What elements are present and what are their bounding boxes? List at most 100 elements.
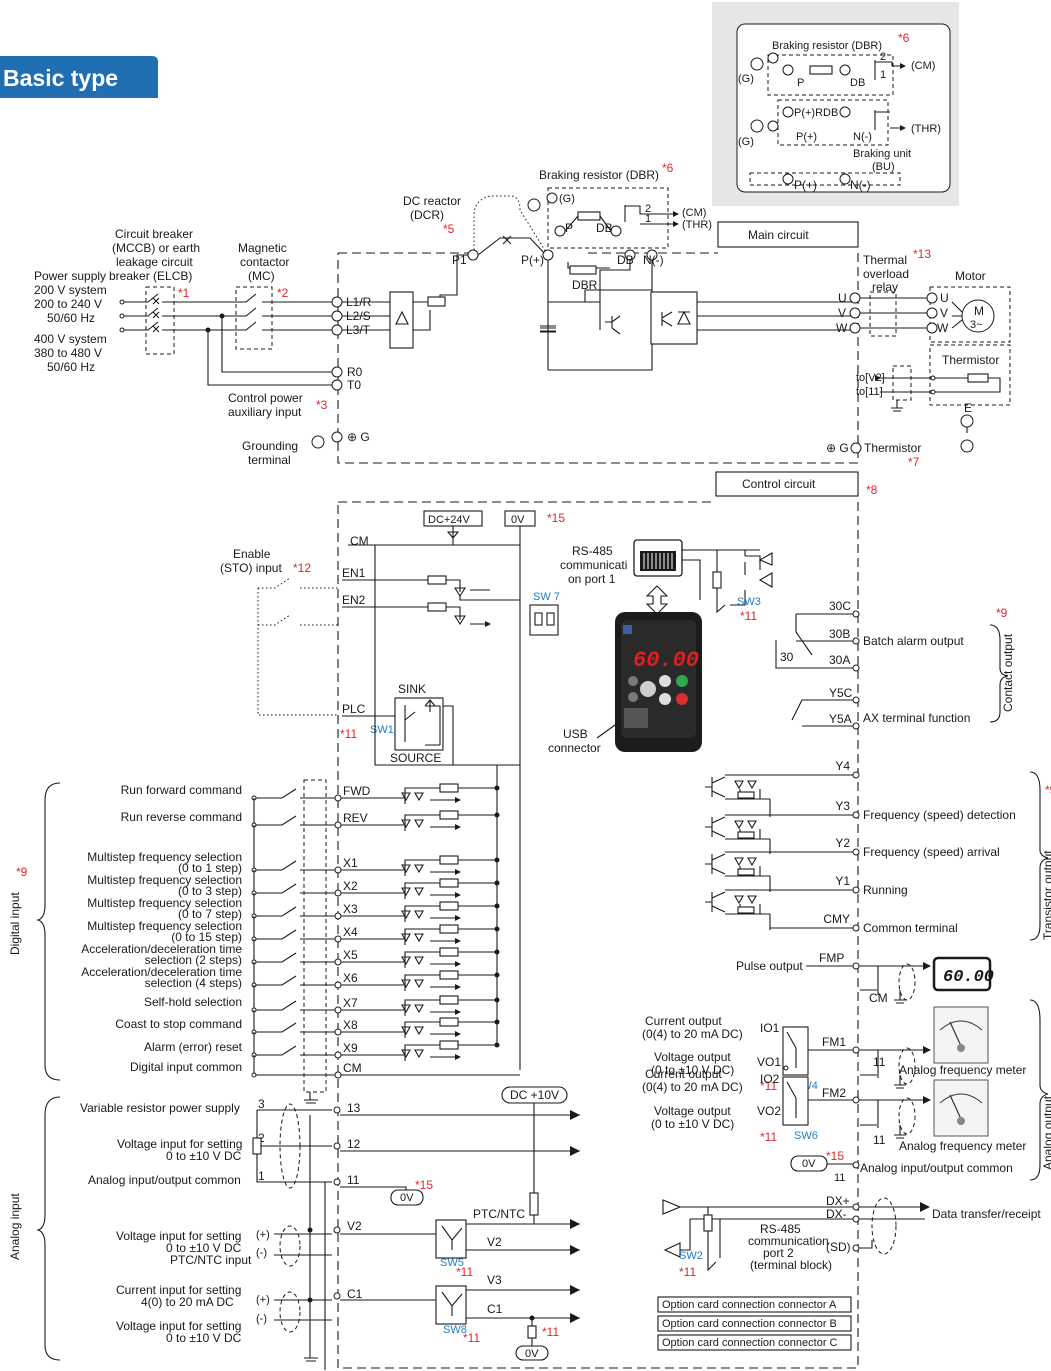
note-11-sw3: *11 — [740, 609, 757, 623]
digital-input-label: (0 to 7 step) — [178, 907, 242, 921]
terminal-en2: EN2 — [342, 593, 366, 607]
transistor-term-label: Y3 — [835, 799, 850, 813]
sw1-switch — [394, 697, 444, 751]
transistor-terminal — [852, 771, 860, 779]
transistor-term-label: CMY — [823, 912, 850, 926]
dbr-pin1: 1 — [645, 213, 651, 225]
mc-label-3: (MC) — [248, 269, 275, 283]
dcr-label-1: DC reactor — [403, 194, 461, 208]
pulse-meter — [932, 956, 992, 992]
terminal-t0: T0 — [347, 378, 361, 392]
terminal-sd: (SD) — [826, 1240, 851, 1254]
note-15-out: *15 — [826, 1149, 844, 1163]
option-card-c — [657, 1334, 852, 1351]
control-power-label-1: Control power — [228, 391, 303, 405]
note-8: *8 — [866, 483, 878, 497]
thermistor-g: ⊕ G — [826, 441, 849, 455]
terminal-u: U — [838, 291, 847, 305]
sw1-label: SW1 — [370, 724, 394, 736]
sink-label: SINK — [398, 682, 426, 696]
inset-dbr-title: Braking resistor (DBR) — [772, 40, 882, 52]
digital-input-row: Multistep frequency selection(0 to 15 st… — [87, 919, 500, 962]
inset-bu-1: Braking unit — [853, 148, 911, 160]
digital-input-group-label: Digital input — [8, 892, 22, 955]
data-transfer-label: Data transfer/receipt — [932, 1207, 1041, 1221]
rs485-port2: DX+ DX- SW2 *11 RS-485 communication por… — [662, 1194, 1041, 1279]
ax-label: AX terminal function — [863, 711, 970, 725]
digital-input-row: Acceleration/deceleration timeselection … — [81, 942, 500, 985]
v-in2-label-1: Voltage input for setting — [116, 1319, 241, 1333]
common-label: Analog input/output common — [88, 1173, 241, 1187]
pulse-meter-display: 60.00 — [943, 968, 994, 987]
terminal-r0: R0 — [347, 365, 363, 379]
digital-input-terminal — [334, 935, 342, 943]
rs485-1-label-1: RS-485 — [572, 544, 613, 558]
fm2-volt-label-1: Voltage output — [654, 1104, 731, 1118]
thermistor-terminal: Thermistor — [864, 441, 921, 455]
rs485-2-label-4: (terminal block) — [750, 1258, 832, 1272]
digital-input-label: Multistep frequency selection — [87, 896, 242, 910]
digital-input-terminal — [334, 1051, 342, 1059]
braking-unit-inset: Braking resistor (DBR) *6 (G) P DB 2 1 (… — [712, 2, 959, 206]
rs485-2-label-1: RS-485 — [760, 1222, 801, 1236]
transistor-terminal — [852, 811, 860, 819]
digital-input-term-label: REV — [343, 811, 368, 825]
transistor-terminal — [852, 924, 860, 932]
option-card-b-label: Option card connection connector B — [662, 1318, 837, 1330]
dbr-pin2: 2 — [645, 203, 651, 215]
c1-out-label: C1 — [487, 1302, 503, 1316]
terminal-io1: IO1 — [760, 1021, 780, 1035]
inset-p: P — [797, 77, 804, 89]
grounding-label-2: terminal — [248, 453, 291, 467]
dbr-p: P — [565, 221, 573, 235]
terminal-v: V — [838, 306, 846, 320]
terminal-dxminus: DX- — [826, 1207, 847, 1221]
digital-input-label: Coast to stop command — [115, 1017, 242, 1031]
inset-pin1: 1 — [880, 69, 886, 81]
terminal-v2: V2 — [347, 1219, 362, 1233]
vr-power-label: Variable resistor power supply — [80, 1101, 240, 1115]
terminal-fm2: FM2 — [822, 1086, 846, 1100]
note-11-sw5: *11 — [456, 1265, 473, 1279]
terminal-vo1: VO1 — [757, 1055, 781, 1069]
inset-g1: (G) — [738, 73, 754, 85]
c1-minus: (-) — [256, 1313, 267, 1325]
power-400v-label: 400 V system — [34, 332, 107, 346]
dbr-g: (G) — [559, 193, 575, 205]
digital-input-term-label: X7 — [343, 996, 358, 1010]
terminal-nminus: N(-) — [643, 253, 664, 267]
breaker-symbol — [145, 286, 175, 355]
inset-pin2: 2 — [880, 51, 886, 63]
sw7-label: SW 7 — [533, 591, 560, 603]
option-card-b — [657, 1315, 852, 1332]
terminal-g: ⊕ G — [347, 430, 370, 444]
usb-label-2: connector — [548, 741, 601, 755]
dbr-label: Braking resistor (DBR) — [539, 168, 659, 182]
thermistor-label: Thermistor — [942, 353, 999, 367]
option-cards: Option card connection connector A Optio… — [657, 1296, 852, 1351]
power-400v-freq: 50/60 Hz — [47, 360, 95, 374]
digital-input-label: (0 to 1 step) — [178, 861, 242, 875]
breaker-label-1: Circuit breaker — [115, 227, 193, 241]
digital-input-label: (0 to 15 step) — [171, 930, 242, 944]
terminal-11: 11 — [347, 1173, 360, 1187]
terminal-13: 13 — [347, 1101, 361, 1115]
digital-input-terminal — [334, 794, 342, 802]
motor-e: E — [964, 401, 972, 415]
note-6: *6 — [662, 161, 674, 175]
enable-label-2: (STO) input — [220, 561, 282, 575]
digital-input-terminal — [334, 912, 342, 920]
digital-input-term-label: X5 — [343, 948, 358, 962]
motor-m: M — [974, 304, 984, 318]
ao-common-11: 11 — [834, 1172, 845, 1184]
motor-v: V — [940, 306, 948, 320]
control-circuit-label: Control circuit — [742, 477, 816, 491]
terminal-fmp: FMP — [819, 951, 844, 965]
